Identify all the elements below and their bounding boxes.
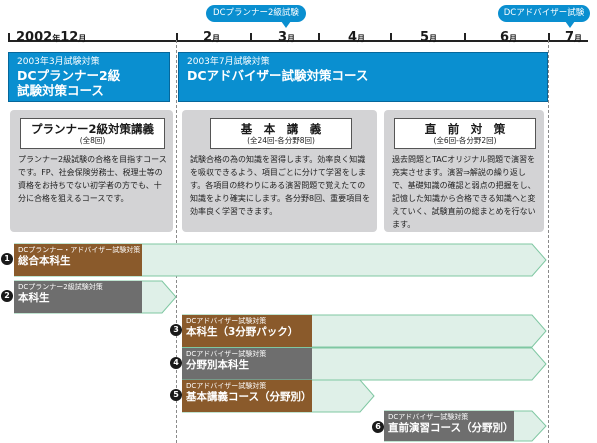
timeline-tick — [250, 33, 252, 42]
month-label: 6月 — [500, 31, 517, 45]
month-label: 2月 — [203, 31, 220, 45]
course-bar-5: DCアドバイザー試験対策 基本講義コース（分野別） — [182, 378, 377, 414]
course-target-2: DCプランナー2級試験対策 — [18, 283, 103, 291]
planner2-exam-label: DCプランナー2級試験 — [213, 8, 299, 18]
course-name-2: 本科生 — [18, 292, 50, 304]
course-target-5: DCアドバイザー試験対策 — [186, 382, 267, 390]
course-name-1: 総合本科生 — [18, 255, 71, 267]
basic-lecture-title: 基 本 講 義 — [240, 122, 322, 136]
final-prep-title: 直 前 対 策 — [424, 122, 506, 136]
month-unit: 月 — [287, 34, 296, 43]
planner-course-header: 2003年3月試験対策 DCプランナー2級 試験対策コース — [8, 52, 170, 102]
course-bar-6: DCアドバイザー試験対策 直前演習コース（分野別） — [384, 410, 549, 443]
month-unit: 月 — [357, 34, 366, 43]
timeline-axis — [8, 40, 588, 42]
month-unit: 月 — [574, 34, 583, 43]
course-target-3: DCアドバイザー試験対策 — [186, 317, 267, 325]
course-arrow-1 — [14, 243, 547, 277]
course-target-1: DCプランナー・アドバイザー試験対策 — [18, 246, 141, 254]
final-prep-sessions: (全6回-各分野2回) — [433, 136, 497, 145]
course-number-5: 5 — [170, 389, 182, 401]
month-unit: 月 — [429, 34, 438, 43]
month-label: 5月 — [420, 31, 437, 45]
timeline-tick — [176, 33, 178, 42]
timeline-tick — [464, 33, 466, 42]
month-unit: 月 — [509, 34, 518, 43]
course-number-4: 4 — [170, 357, 182, 369]
course-name-5: 基本講義コース（分野別） — [186, 391, 312, 403]
final-prep-description: 過去問題とTACオリジナル問題で演習を充実させます。演習⇒解説の繰り返しで、基礎… — [392, 155, 536, 229]
timeline-tick — [548, 33, 550, 42]
course-arrow-4 — [182, 347, 547, 381]
planner-header-title2: 試験対策コース — [17, 83, 104, 98]
month-number: 4 — [348, 30, 358, 45]
course-arrow-3 — [182, 314, 547, 348]
month-label: 4月 — [348, 31, 365, 45]
start-month: 12 — [60, 30, 79, 45]
month-divider — [176, 40, 177, 443]
course-name-6: 直前演習コース（分野別） — [388, 422, 514, 434]
month-unit: 月 — [212, 34, 221, 43]
course-number-2: 2 — [1, 290, 13, 302]
planner-header-date: 2003年3月試験対策 — [17, 57, 100, 67]
course-bar-1: DCプランナー・アドバイザー試験対策 総合本科生 — [14, 241, 549, 279]
adviser-exam-label: DCアドバイザー試験 — [503, 8, 585, 18]
course-name-3: 本科生（3分野パック） — [186, 326, 299, 338]
adviser-exam-badge: DCアドバイザー試験 — [498, 5, 590, 22]
timeline-tick — [8, 33, 10, 42]
course-arrow-5 — [182, 379, 375, 413]
course-arrow-2 — [14, 280, 177, 314]
month-label: 7月 — [565, 31, 582, 45]
adviser-header-title: DCアドバイザー試験対策コース — [187, 68, 369, 83]
month-number: 3 — [278, 30, 288, 45]
planner-lecture-sessions: (全8回) — [79, 136, 106, 145]
planner-lecture-description: プランナー2級試験の合格を目指すコースです。FP、社会保険労務士、税理士等の資格… — [18, 155, 167, 203]
course-bar-3: DCアドバイザー試験対策 本科生（3分野パック） — [182, 313, 549, 349]
basic-lecture-sessions: (全24回-各分野8回) — [247, 136, 315, 145]
course-number-1: 1 — [1, 253, 13, 265]
timeline-start-label: 2002年12月 — [16, 31, 86, 45]
timeline-tick — [390, 33, 392, 42]
start-year: 2002 — [16, 30, 53, 45]
basic-lecture-description: 試験合格の為の知識を習得します。効率良く知識を吸収できるよう、項目ごとに分けて学… — [190, 155, 371, 216]
course-name-4: 分野別本科生 — [186, 359, 249, 371]
course-target-6: DCアドバイザー試験対策 — [388, 413, 469, 421]
month-number: 2 — [203, 30, 213, 45]
planner2-exam-badge: DCプランナー2級試験 — [206, 5, 306, 22]
planner2-exam-pointer — [281, 21, 291, 28]
month-number: 7 — [565, 30, 575, 45]
adviser-course-header: 2003年7月試験対策 DCアドバイザー試験対策コース — [178, 52, 548, 102]
course-number-6: 6 — [372, 421, 384, 433]
month-number: 5 — [420, 30, 430, 45]
adviser-header-date: 2003年7月試験対策 — [187, 57, 270, 67]
month-number: 6 — [500, 30, 510, 45]
basic-lecture-title-box: 基 本 講 義 (全24回-各分野8回) — [210, 118, 352, 149]
month-label: 3月 — [278, 31, 295, 45]
month-divider — [548, 40, 549, 443]
course-number-3: 3 — [170, 324, 182, 336]
course-target-4: DCアドバイザー試験対策 — [186, 350, 267, 358]
course-bar-4: DCアドバイザー試験対策 分野別本科生 — [182, 346, 549, 382]
year-unit: 年 — [52, 34, 61, 43]
planner-header-title1: DCプランナー2級 — [17, 68, 121, 83]
final-prep-title-box: 直 前 対 策 (全6回-各分野2回) — [394, 118, 536, 149]
course-arrow-6 — [384, 410, 547, 442]
timeline-tick — [318, 33, 320, 42]
planner-lecture-title-box: プランナー2級対策講義 (全8回) — [20, 118, 165, 149]
adviser-exam-pointer — [565, 21, 575, 28]
month-unit: 月 — [78, 34, 87, 43]
course-bar-2: DCプランナー2級試験対策 本科生 — [14, 278, 179, 316]
planner-lecture-title: プランナー2級対策講義 — [30, 122, 154, 136]
